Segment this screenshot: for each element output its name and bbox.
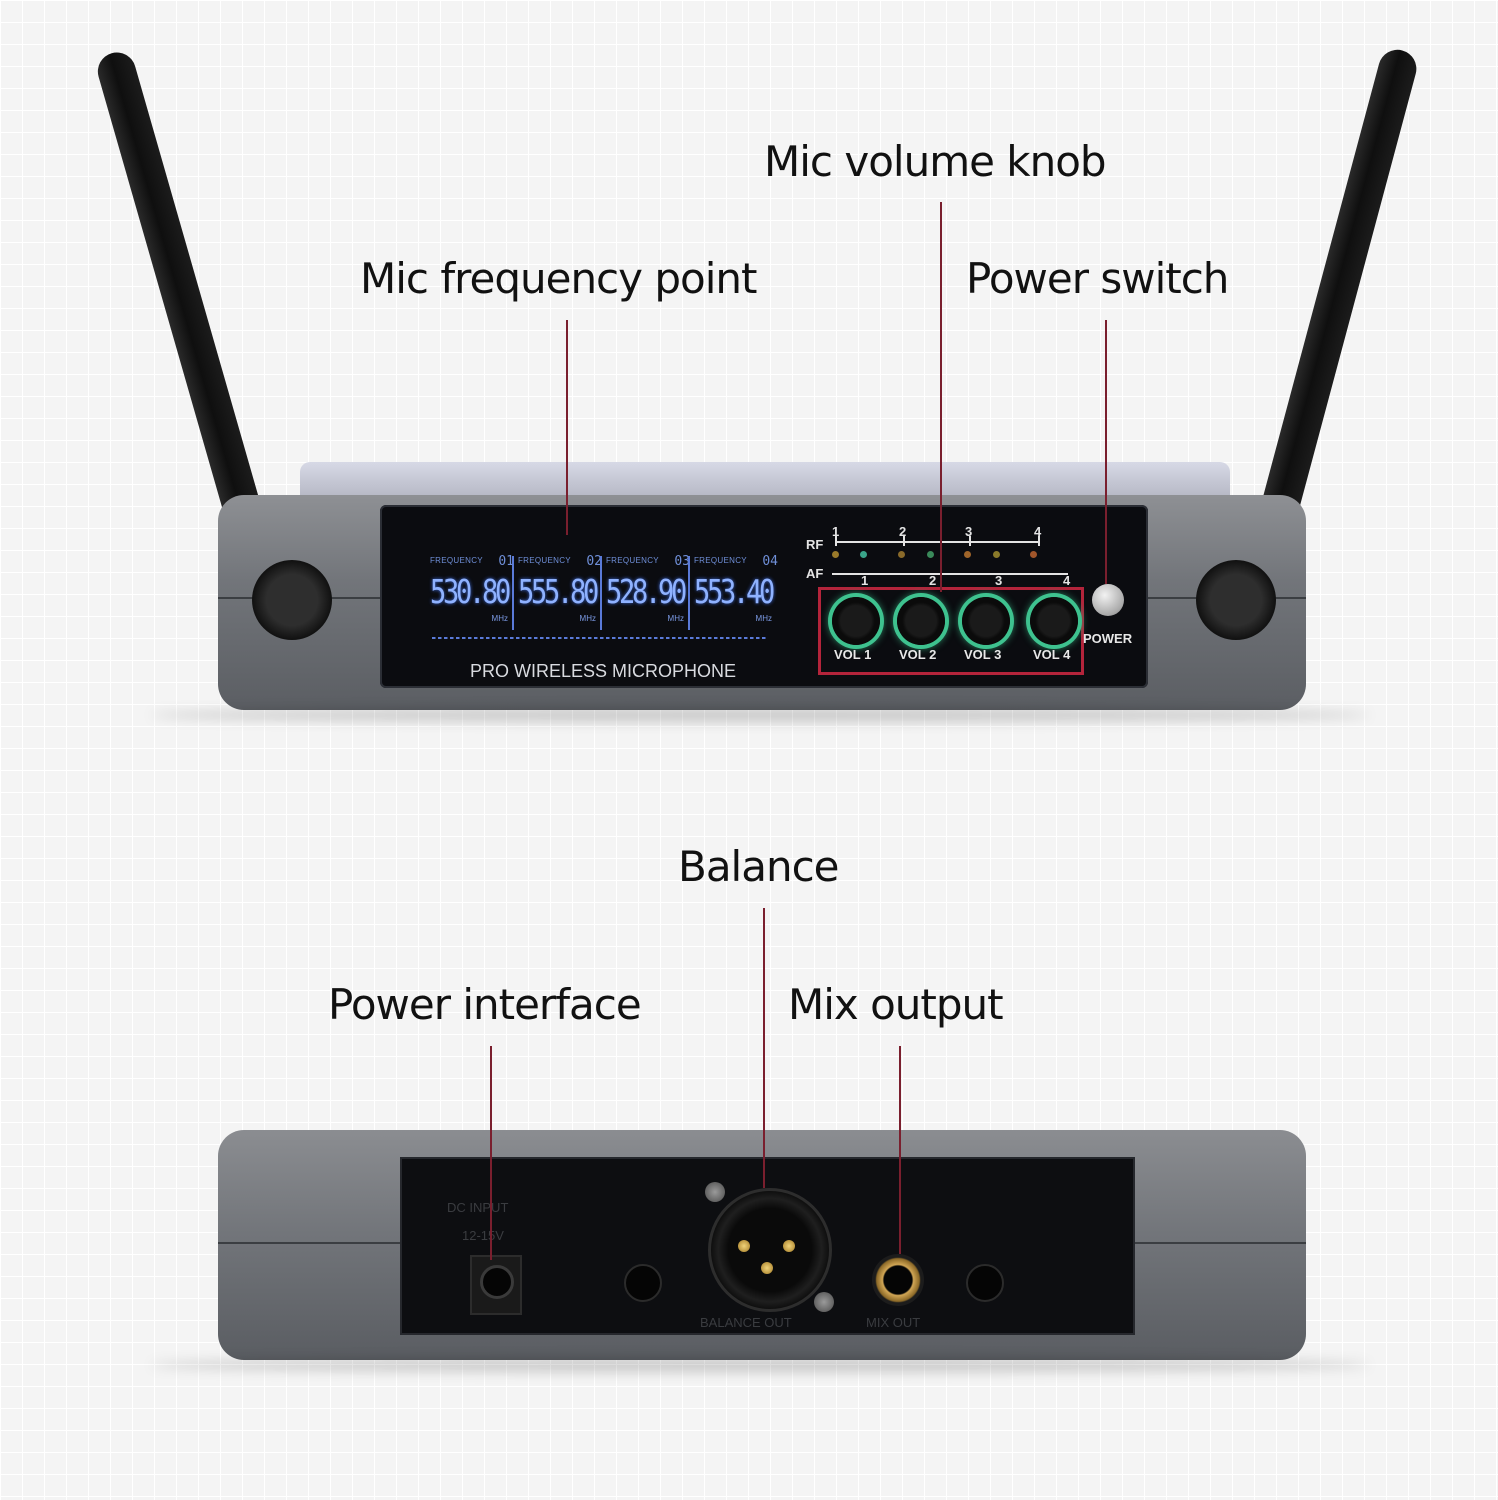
xlr-pin bbox=[761, 1262, 773, 1274]
power-label: POWER bbox=[1083, 631, 1133, 646]
leader-mic-volume-knob bbox=[940, 202, 942, 592]
knob-label-3: VOL 3 bbox=[964, 647, 1002, 662]
leader-power-switch bbox=[1105, 320, 1107, 584]
knob-label-4: VOL 4 bbox=[1033, 647, 1071, 662]
rf-led bbox=[1030, 551, 1037, 558]
lcd-channel-number: 01 bbox=[498, 554, 514, 569]
leader-balance bbox=[763, 908, 765, 1188]
lcd-divider bbox=[688, 556, 690, 630]
lcd-label: FREQUENCY bbox=[518, 556, 571, 565]
lcd-label: FREQUENCY bbox=[430, 556, 483, 565]
rf-channel-1: 1 bbox=[832, 524, 840, 539]
lcd-channel-number: 04 bbox=[762, 554, 778, 569]
lcd-label: FREQUENCY bbox=[694, 556, 747, 565]
rf-tick bbox=[903, 536, 905, 546]
knob-label-1: VOL 1 bbox=[834, 647, 872, 662]
leader-mic-frequency-point bbox=[566, 320, 568, 535]
lcd-dotted-line bbox=[432, 637, 768, 639]
front-panel bbox=[380, 505, 1148, 688]
lcd-frequency-value: 528.90 bbox=[606, 572, 687, 611]
lcd-channel-1: FREQUENCY 01 530.80 MHz bbox=[430, 554, 516, 646]
af-label: AF bbox=[806, 566, 824, 581]
rf-channel-4: 4 bbox=[1034, 524, 1042, 539]
lcd-unit: MHz bbox=[667, 614, 684, 623]
lcd-label: FREQUENCY bbox=[606, 556, 659, 565]
leader-mix-output bbox=[899, 1046, 901, 1254]
lcd-unit: MHz bbox=[579, 614, 596, 623]
lcd-unit: MHz bbox=[755, 614, 772, 623]
af-channel-3: 3 bbox=[995, 573, 1003, 588]
dc-voltage-label: 12-15V bbox=[462, 1228, 504, 1243]
rf-led bbox=[898, 551, 905, 558]
mounting-hole bbox=[624, 1264, 662, 1302]
lcd-divider bbox=[600, 556, 602, 630]
xlr-pin bbox=[738, 1240, 750, 1252]
rf-led bbox=[832, 551, 839, 558]
rf-led bbox=[993, 551, 1000, 558]
lcd-channel-number: 02 bbox=[586, 554, 602, 569]
callout-mic-volume-knob: Mic volume knob bbox=[764, 137, 1107, 186]
xlr-screw-bottom bbox=[814, 1292, 834, 1312]
leader-power-interface bbox=[490, 1046, 492, 1260]
mounting-hole bbox=[966, 1264, 1004, 1302]
rf-led bbox=[964, 551, 971, 558]
af-channel-1: 1 bbox=[861, 573, 869, 588]
xlr-screw-top bbox=[705, 1182, 725, 1202]
callout-mic-frequency-point: Mic frequency point bbox=[360, 254, 757, 303]
volume-knob-4[interactable] bbox=[1030, 597, 1078, 645]
af-bar bbox=[832, 573, 1068, 575]
rf-bar bbox=[835, 541, 1040, 543]
callout-mix-output: Mix output bbox=[788, 980, 1004, 1029]
knob-label-2: VOL 2 bbox=[899, 647, 937, 662]
lcd-frequency-value: 555.80 bbox=[518, 572, 599, 611]
rf-channel-2: 2 bbox=[899, 524, 907, 539]
rf-led bbox=[860, 551, 867, 558]
balance-xlr-output[interactable] bbox=[708, 1188, 832, 1312]
lcd-unit: MHz bbox=[491, 614, 508, 623]
power-button[interactable] bbox=[1092, 584, 1124, 616]
dc-input-label: DC INPUT bbox=[447, 1200, 509, 1215]
mix-out-label: MIX OUT bbox=[866, 1315, 921, 1330]
volume-knob-1[interactable] bbox=[832, 597, 880, 645]
lcd-frequency-value: 530.80 bbox=[430, 572, 511, 611]
volume-knob-3[interactable] bbox=[962, 597, 1010, 645]
xlr-pin bbox=[783, 1240, 795, 1252]
af-channel-4: 4 bbox=[1063, 573, 1071, 588]
volume-knob-highlight bbox=[818, 587, 1084, 675]
lcd-channel-3: FREQUENCY 03 528.90 MHz bbox=[606, 554, 692, 646]
rf-tick bbox=[1038, 536, 1040, 546]
rf-label: RF bbox=[806, 537, 824, 552]
lcd-frequency-value: 553.40 bbox=[694, 572, 775, 611]
top-unit-shadow bbox=[150, 708, 1370, 722]
lcd-channel-number: 03 bbox=[674, 554, 690, 569]
volume-knob-2[interactable] bbox=[897, 597, 945, 645]
left-antenna-base bbox=[252, 560, 332, 640]
rf-tick bbox=[835, 536, 837, 546]
rf-channel-3: 3 bbox=[965, 524, 973, 539]
rf-tick bbox=[969, 536, 971, 546]
lcd-divider bbox=[512, 556, 514, 630]
mix-output-jack[interactable] bbox=[872, 1254, 924, 1306]
dc-power-jack-hole bbox=[480, 1265, 514, 1299]
af-channel-2: 2 bbox=[929, 573, 937, 588]
callout-balance: Balance bbox=[678, 842, 840, 891]
callout-power-interface: Power interface bbox=[328, 980, 642, 1029]
bottom-unit-shadow bbox=[150, 1358, 1370, 1372]
callout-power-switch: Power switch bbox=[966, 254, 1229, 303]
lcd-channel-2: FREQUENCY 02 555.80 MHz bbox=[518, 554, 604, 646]
right-antenna-base bbox=[1196, 560, 1276, 640]
balance-out-label: BALANCE OUT bbox=[700, 1315, 792, 1330]
panel-title: PRO WIRELESS MICROPHONE bbox=[470, 661, 737, 681]
lcd-channel-4: FREQUENCY 04 553.40 MHz bbox=[694, 554, 780, 646]
rf-led bbox=[927, 551, 934, 558]
